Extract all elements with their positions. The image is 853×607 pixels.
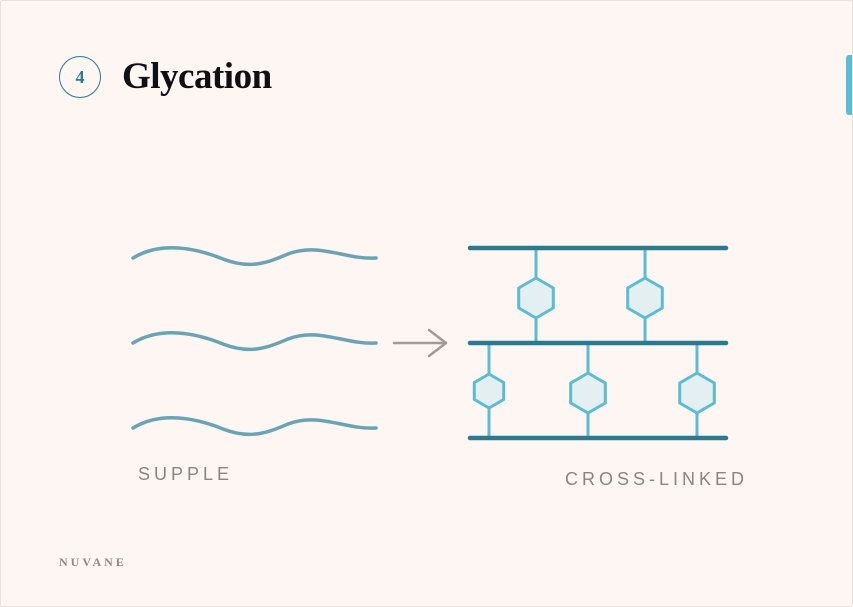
step-number-badge: 4 [59, 56, 101, 98]
scroll-indicator-tab[interactable] [846, 55, 852, 115]
hexagon-icon [517, 276, 555, 320]
hexagon-icon [626, 276, 664, 320]
hexagon-icon [472, 372, 506, 410]
hexagon-icon [678, 371, 716, 415]
arrow-icon [392, 328, 448, 358]
sugar-hexagons [472, 276, 716, 415]
strands [467, 245, 729, 441]
slide-title: Glycation [122, 56, 272, 97]
supple-fiber [131, 416, 378, 437]
hexagon-icon [569, 371, 607, 415]
supple-fibers [131, 246, 378, 437]
supple-fiber [131, 331, 378, 352]
brand-logo: NUVANE [59, 555, 127, 569]
supple-fiber [131, 246, 378, 267]
supple-label: SUPPLE [138, 464, 234, 484]
cross-linked-label: CROSS-LINKED [565, 469, 749, 489]
